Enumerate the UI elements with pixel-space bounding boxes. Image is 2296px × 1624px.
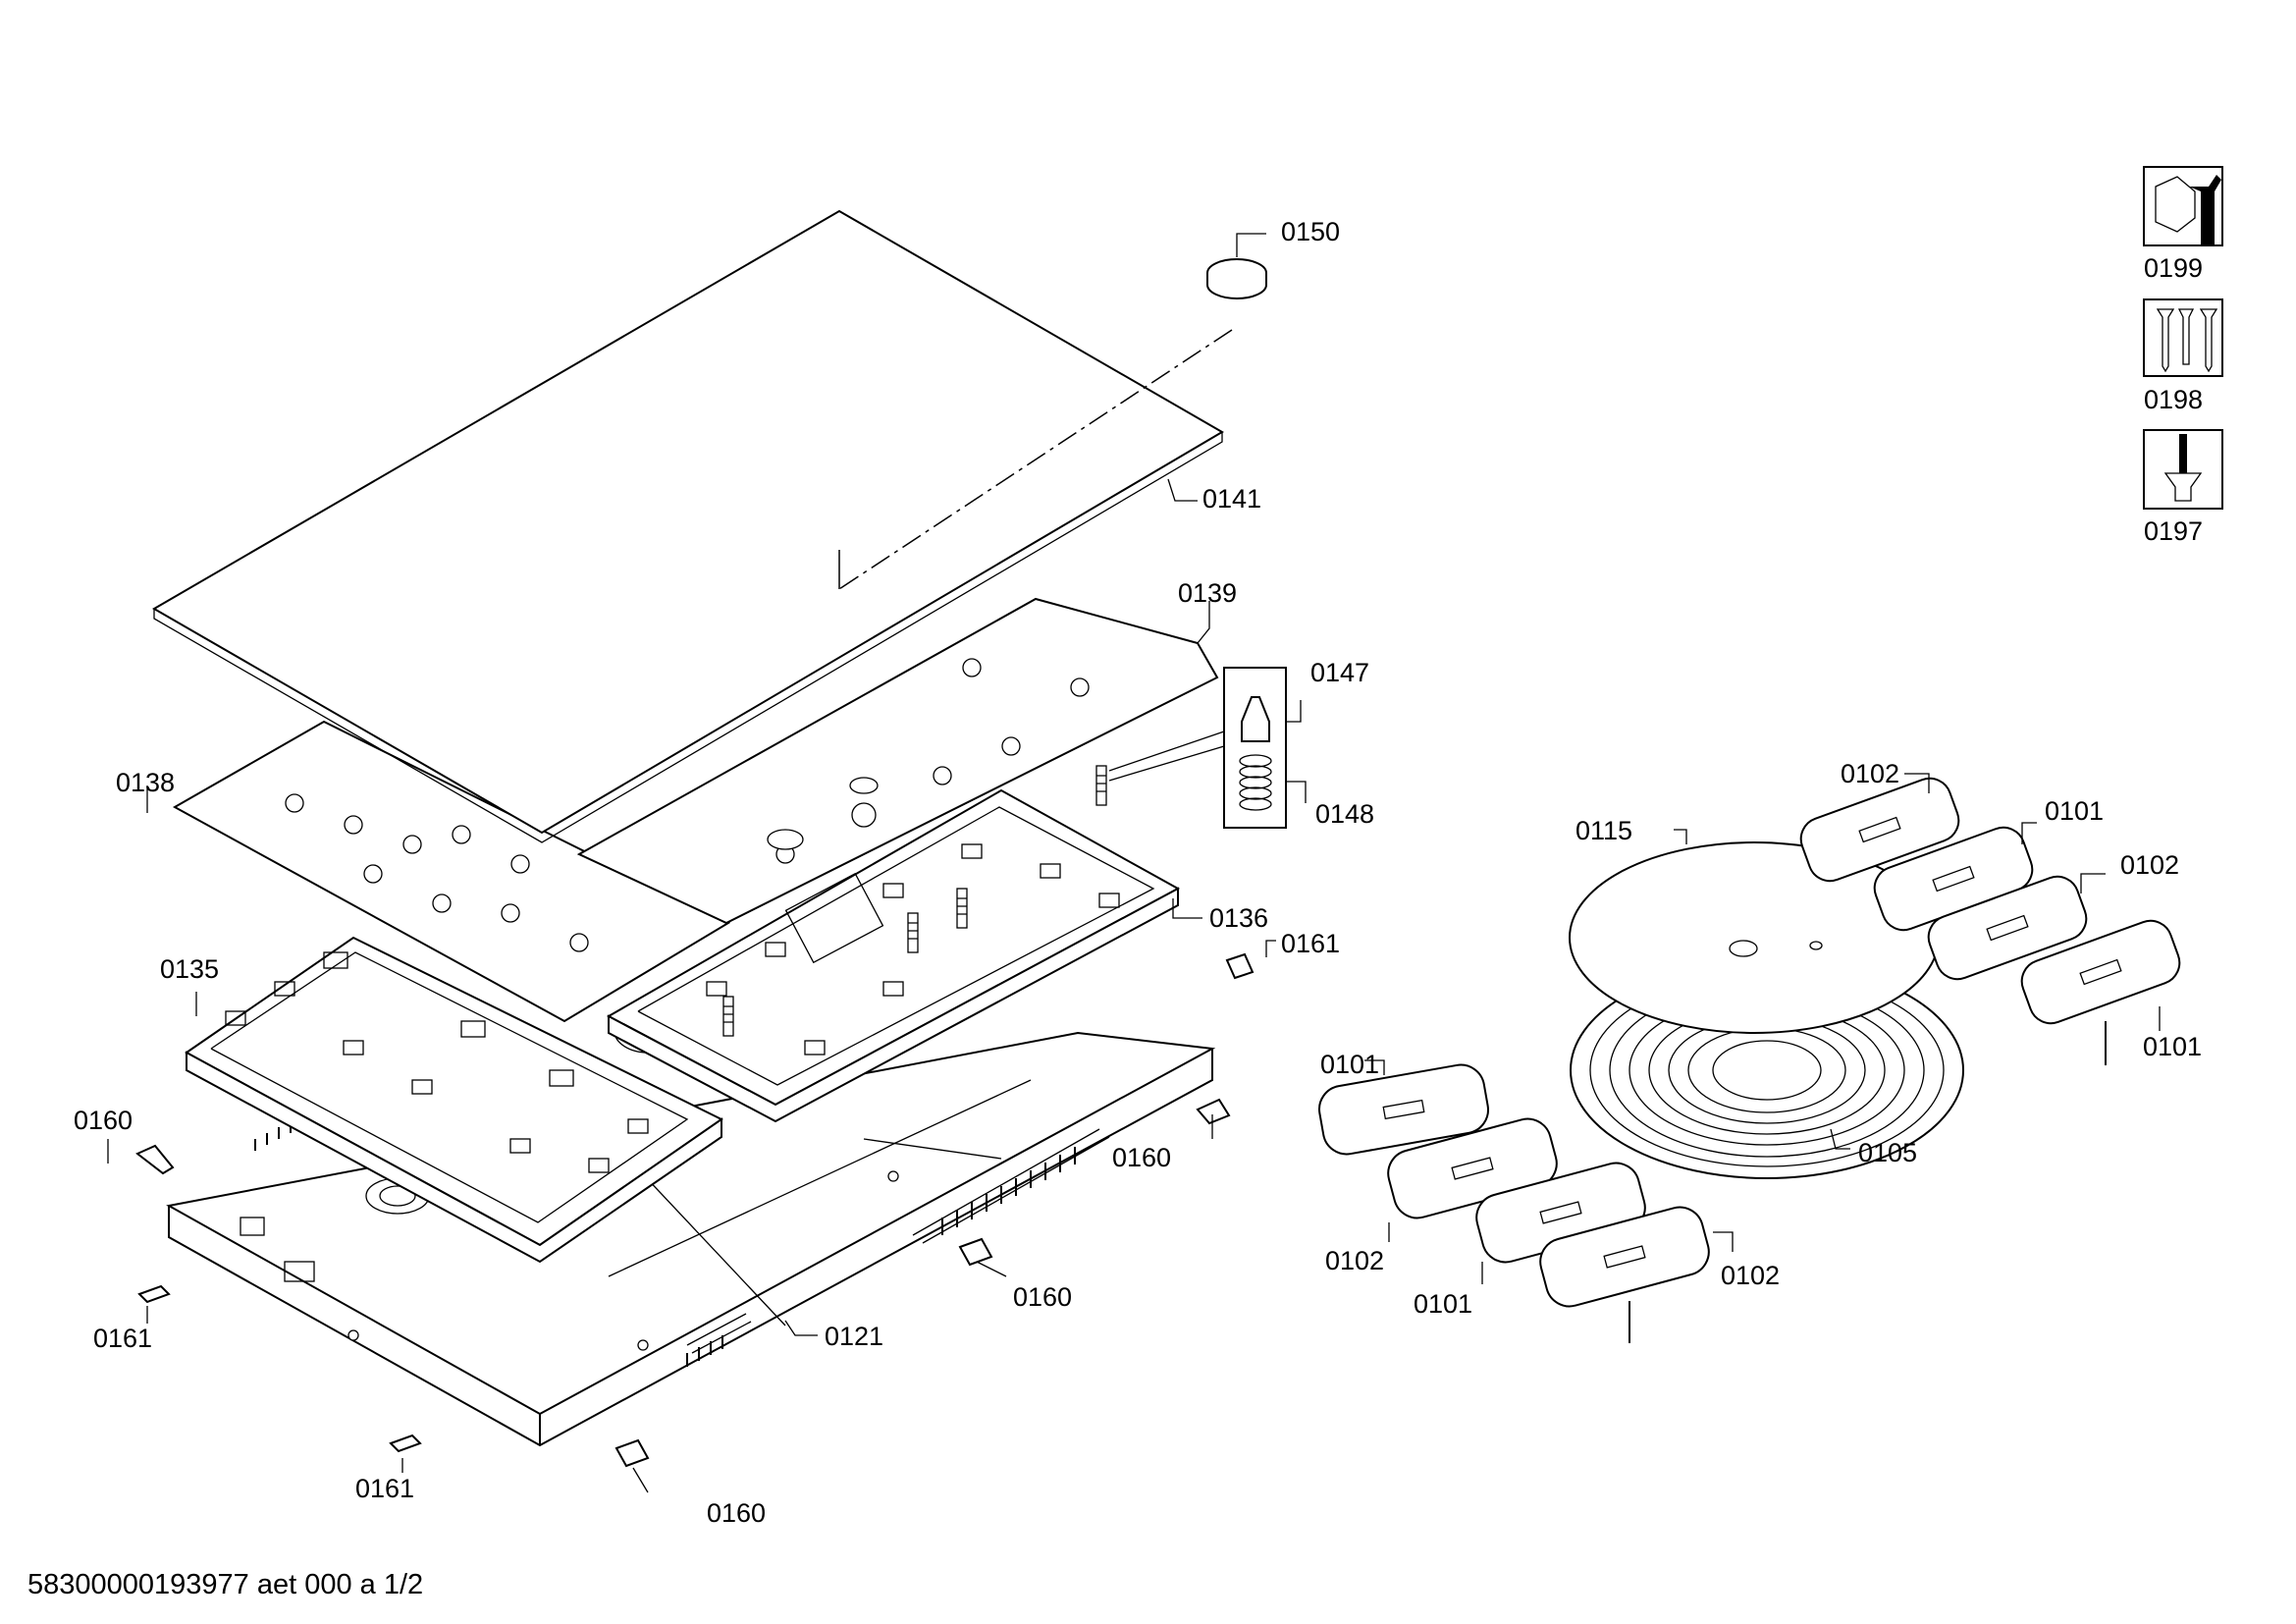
screws-icon: [2143, 298, 2223, 377]
label-0101-right: 0101: [2143, 1032, 2202, 1061]
wrench-nut-icon: [2143, 166, 2223, 246]
label-0102-right: 0102: [2120, 850, 2179, 880]
label-0147: 0147: [1310, 658, 1369, 687]
shield-plate-left: [172, 720, 731, 1023]
label-0138: 0138: [116, 768, 175, 797]
label-0197: 0197: [2144, 516, 2203, 546]
label-0199: 0199: [2144, 253, 2203, 283]
label-0135: 0135: [160, 954, 219, 984]
label-0141: 0141: [1202, 484, 1261, 514]
mounting-clips: [135, 952, 1255, 1468]
label-0101-top: 0101: [2045, 796, 2104, 826]
label-0161-left: 0161: [93, 1324, 152, 1353]
label-0102-left: 0102: [1325, 1246, 1384, 1275]
label-0101-bottom: 0101: [1414, 1289, 1472, 1319]
label-0160-bottom: 0160: [707, 1498, 766, 1528]
right-carrier-frame: [606, 765, 1181, 1123]
label-0121: 0121: [825, 1322, 883, 1351]
label-0160-right: 0160: [1112, 1143, 1171, 1172]
leader-lines: [107, 233, 2161, 1493]
label-0102-top: 0102: [1841, 759, 1899, 788]
label-0139: 0139: [1178, 578, 1237, 608]
label-0160-mid: 0160: [1013, 1282, 1072, 1312]
shield-plate-right: [576, 597, 1219, 925]
control-knob: [1206, 258, 1267, 299]
label-0161-right: 0161: [1281, 929, 1340, 958]
label-0148: 0148: [1315, 799, 1374, 829]
induction-coil-assembly: [1569, 841, 1964, 1179]
part-labels: 0150 0141 0139 0147 0148 0138 0136 0161 …: [74, 217, 2203, 1528]
spring-pins: [722, 765, 1107, 1037]
label-0136: 0136: [1209, 903, 1268, 933]
label-0102-bottom: 0102: [1721, 1261, 1780, 1290]
label-0115: 0115: [1575, 816, 1632, 845]
label-0101-left: 0101: [1320, 1050, 1379, 1079]
label-0105: 0105: [1858, 1138, 1917, 1167]
label-0161-bottom: 0161: [355, 1474, 414, 1503]
label-0150: 0150: [1281, 217, 1340, 246]
document-id: 58300000193977 aet 000 a 1/2: [27, 1569, 424, 1600]
sensor-plates: [1318, 777, 2181, 1343]
pin-detail-box: [1108, 667, 1287, 829]
screwdriver-icon: [2143, 429, 2223, 510]
label-0198: 0198: [2144, 385, 2203, 414]
glass-ceramic-top: [152, 209, 1233, 843]
label-0160-left: 0160: [74, 1106, 133, 1135]
